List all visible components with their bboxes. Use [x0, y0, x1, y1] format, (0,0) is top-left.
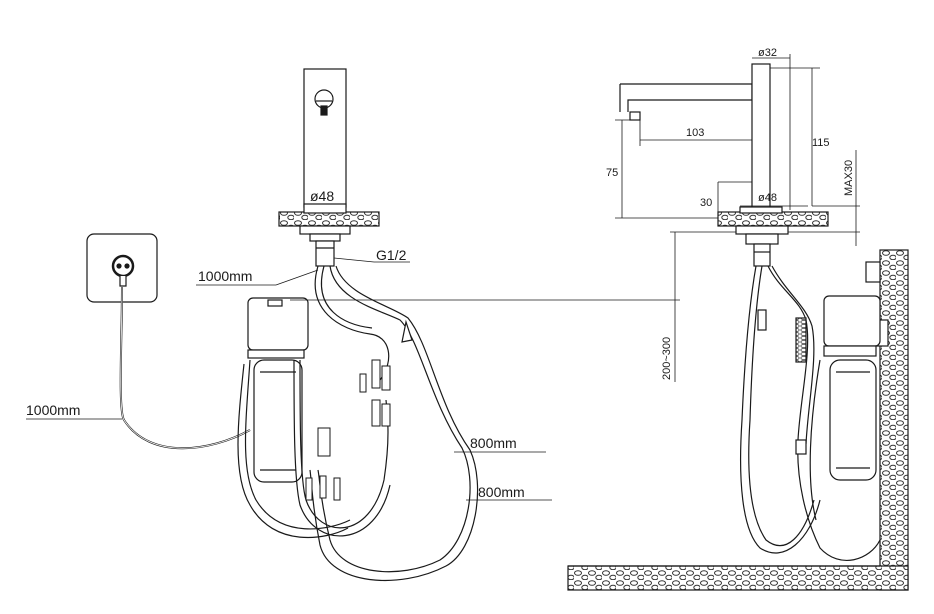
- hose-b-label: 800mm: [478, 484, 525, 500]
- thread-label: G1/2: [376, 247, 407, 263]
- deck-hatch-right: [717, 211, 829, 227]
- reach-label: 103: [686, 127, 704, 139]
- connector-fittings: [305, 359, 391, 501]
- hose-a-label: 800mm: [470, 435, 517, 451]
- base-diameter-label: ø48: [758, 192, 777, 204]
- spout-diameter-label: ø48: [310, 188, 334, 204]
- deck-hatch-left: [278, 211, 380, 227]
- base-height-label: 30: [700, 197, 712, 209]
- height-label: 115: [812, 137, 830, 149]
- hoses-left: [237, 265, 479, 582]
- right-view: [567, 54, 909, 591]
- sensor-eye-icon: [314, 89, 334, 116]
- hoses-right: [739, 265, 881, 562]
- spout-height-label: 75: [606, 167, 618, 179]
- faucet-body-front: [303, 68, 347, 208]
- socket-plug-icon: [111, 254, 135, 287]
- control-box-right: [823, 295, 881, 347]
- left-view: [26, 68, 680, 582]
- power-cable-label: 1000mm: [26, 402, 80, 418]
- box-offset-label: 200~300: [661, 337, 673, 380]
- sensor-cable-label: 1000mm: [198, 268, 252, 284]
- battery-cylinder-left: [253, 359, 303, 483]
- max-deck-label: MAX30: [843, 160, 855, 196]
- wall-hatch: [879, 249, 909, 591]
- floor-hatch: [567, 565, 909, 591]
- faucet-body-side: [751, 63, 771, 211]
- battery-cylinder-right: [829, 359, 877, 481]
- top-diameter-label: ø32: [758, 47, 777, 59]
